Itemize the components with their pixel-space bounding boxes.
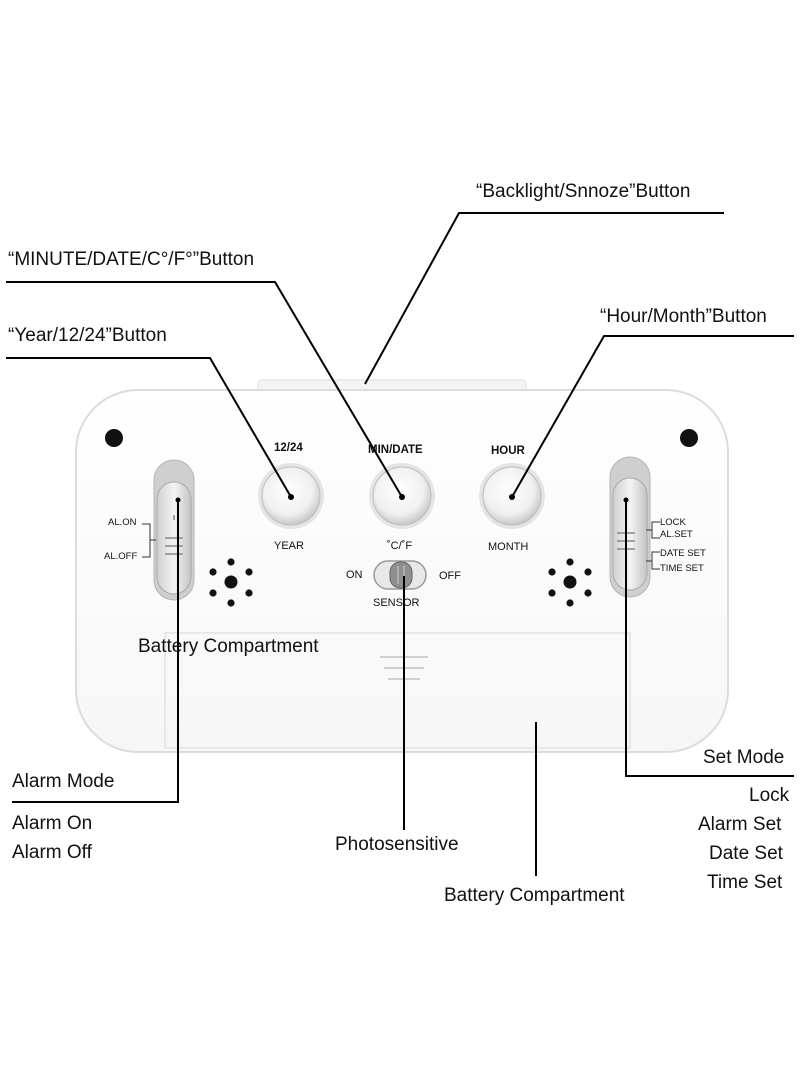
speaker-left [209, 558, 253, 607]
time-set-small-label: TIME SET [660, 563, 704, 574]
al-bracket [142, 523, 156, 558]
leader-lines [6, 212, 794, 876]
minute-date-label: “MINUTE/DATE/C°/F°”Button [8, 249, 255, 270]
btn-min-date-label: MIN/DATE [368, 444, 423, 456]
mode-slider[interactable] [612, 477, 648, 591]
switch-on-label: ON [346, 569, 363, 581]
al-on-label: AL.ON [108, 517, 137, 528]
year-label: “Year/12/24”Button [8, 325, 167, 346]
alarm-mode-label: Alarm Mode [12, 771, 115, 792]
hour-month-label: “Hour/Month”Button [600, 306, 767, 327]
set-mode-label: Set Mode [703, 747, 785, 768]
al-off-label: AL.OFF [104, 551, 138, 562]
switch-off-label: OFF [439, 570, 461, 582]
time-set-label: Time Set [707, 872, 783, 893]
photosensitive-label: Photosensitive [335, 834, 459, 855]
date-set-label: Date Set [709, 843, 783, 864]
alarm-on-label: Alarm On [12, 813, 93, 834]
temp-unit-label: ˚C/˚F [387, 540, 413, 552]
lock-small-label: LOCK [660, 517, 686, 528]
sensor-label: SENSOR [373, 597, 420, 609]
btn-1224-label: 12/24 [274, 442, 303, 454]
battery-compartment-label: Battery Compartment [444, 885, 625, 906]
speaker-right [548, 558, 592, 607]
mode-bracket [646, 521, 660, 570]
alarm-set-label: Alarm Set [698, 814, 782, 835]
screw-hole-left [105, 429, 123, 447]
btn-month-label: MONTH [488, 541, 529, 553]
btn-year-label: YEAR [274, 540, 304, 552]
al-set-small-label: AL.SET [660, 529, 693, 540]
leader-dots [175, 494, 629, 503]
btn-hour-label: HOUR [491, 445, 525, 457]
alarm-off-label: Alarm Off [12, 842, 92, 863]
lock-label: Lock [749, 785, 790, 806]
sensor-switch[interactable] [373, 560, 427, 590]
screw-hole-right [680, 429, 698, 447]
battery-compartment-outline [164, 632, 631, 749]
battery-compartment-inner-label: Battery Compartment [138, 636, 319, 657]
backlight-snooze-label: “Backlight/Snnoze”Button [476, 181, 691, 202]
date-set-small-label: DATE SET [660, 548, 706, 559]
